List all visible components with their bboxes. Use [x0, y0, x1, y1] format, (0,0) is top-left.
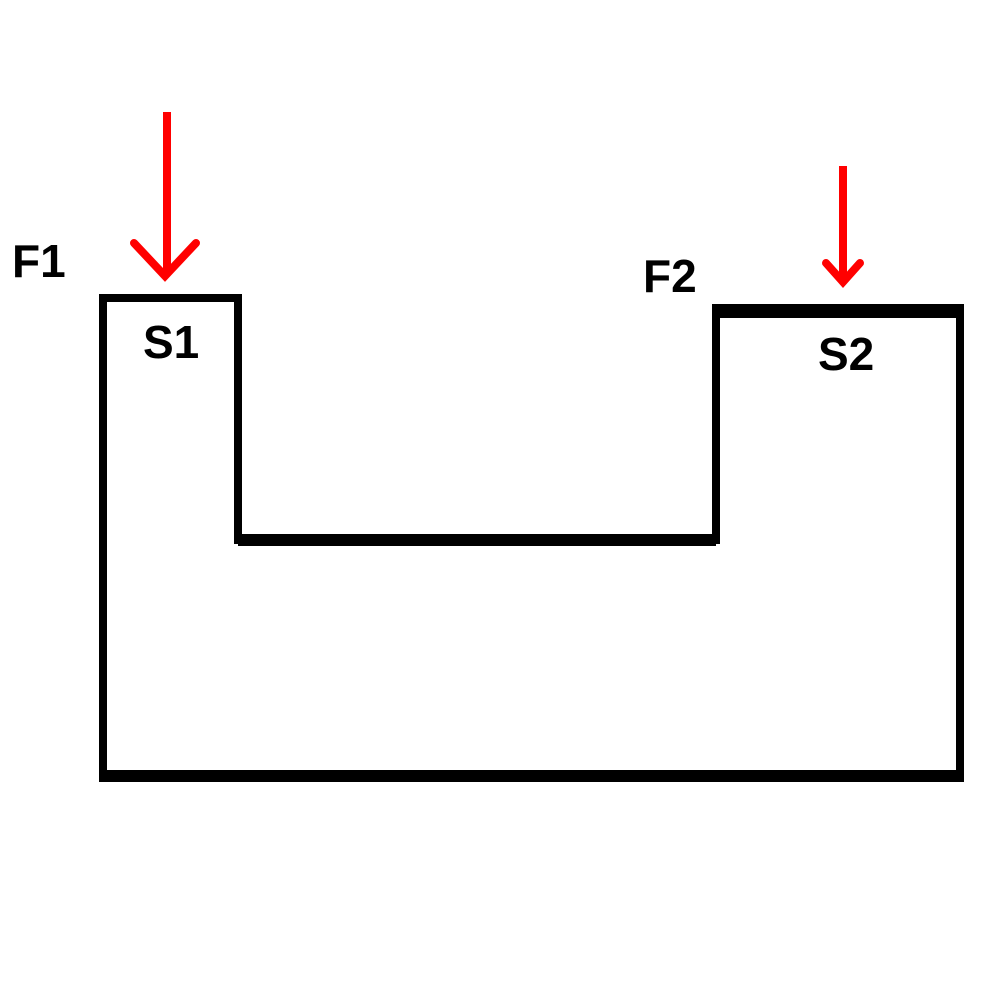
- force-arrow-left-head: [130, 239, 200, 282]
- label-f1: F1: [12, 235, 66, 287]
- force-arrow-right: [822, 166, 864, 288]
- label-s1: S1: [143, 316, 199, 368]
- label-f2: F2: [643, 250, 697, 302]
- label-s2: S2: [818, 328, 874, 380]
- force-arrow-left: [130, 112, 200, 282]
- force-arrow-right-head: [822, 259, 864, 288]
